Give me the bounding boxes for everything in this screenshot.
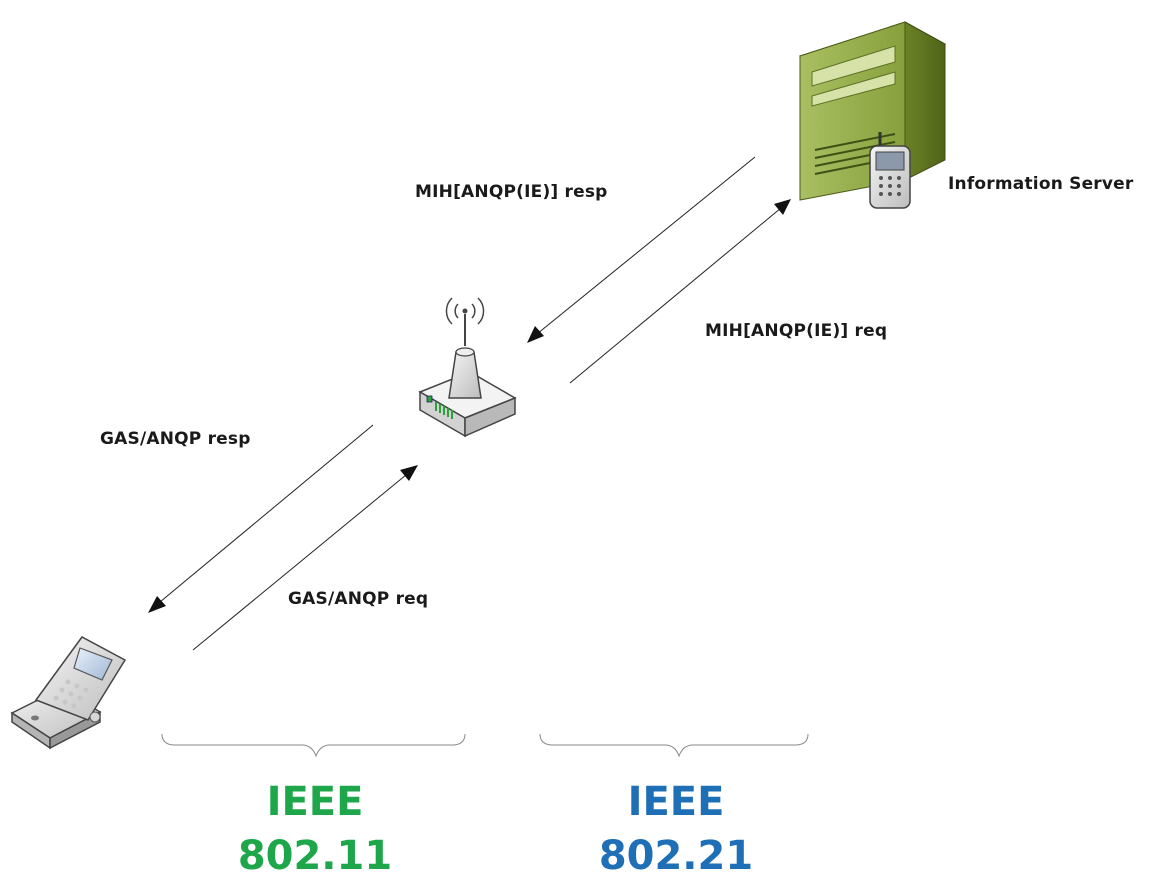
mih-req-label: MIH[ANQP(IE)] req xyxy=(705,321,888,341)
arrowhead-mih-req xyxy=(774,199,791,215)
arrow-gas-req xyxy=(192,469,413,651)
arrow-gas-resp xyxy=(153,424,374,608)
arrow-mih-resp xyxy=(531,156,756,339)
arrowhead-gas-resp xyxy=(148,596,166,613)
flip-phone-icon xyxy=(10,636,127,750)
arrow-mih-req xyxy=(569,202,788,384)
gas-req-label: GAS/ANQP req xyxy=(288,589,429,609)
arrowhead-mih-resp xyxy=(527,326,544,343)
standard-802-21-line2: 802.21 xyxy=(598,833,754,879)
information-server-label: Information Server xyxy=(948,174,1134,194)
mih-resp-label: MIH[ANQP(IE)] resp xyxy=(415,182,608,202)
standard-802-11: IEEE 802.11 xyxy=(215,775,415,883)
phone-icon xyxy=(869,132,911,209)
gas-resp-label: GAS/ANQP resp xyxy=(100,429,251,449)
standard-802-11-line1: IEEE xyxy=(266,779,364,825)
standard-802-21-line1: IEEE xyxy=(627,779,725,825)
brace-802-11 xyxy=(161,733,466,758)
brace-802-21 xyxy=(539,733,809,758)
standard-802-21: IEEE 802.21 xyxy=(576,775,776,883)
arrowhead-gas-req xyxy=(400,465,418,481)
wireless-access-point-icon xyxy=(418,297,517,438)
standard-802-11-line2: 802.11 xyxy=(237,833,393,879)
